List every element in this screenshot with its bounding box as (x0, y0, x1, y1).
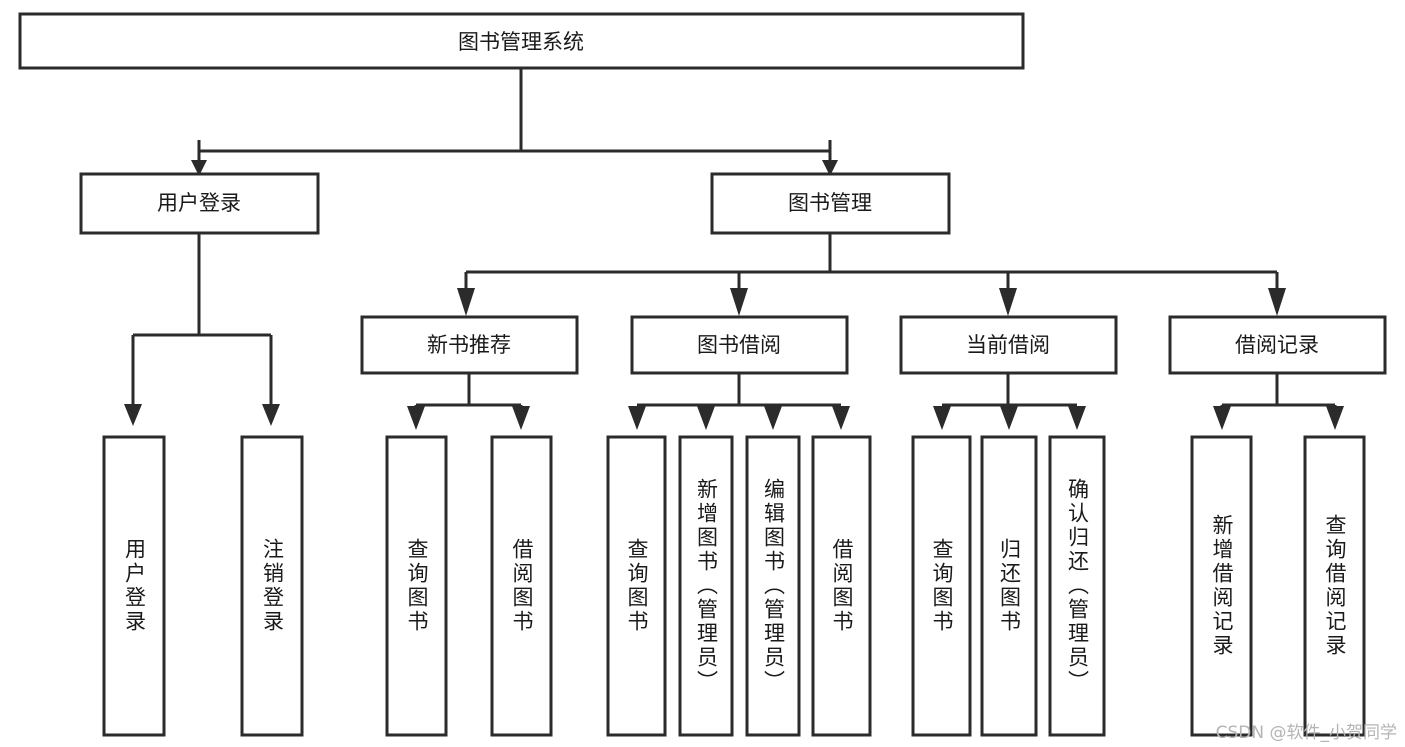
node-root-box[interactable] (18, 12, 1025, 70)
connector-group-newbookrec (407, 373, 530, 430)
node-leaf-query-book-3-box[interactable] (911, 435, 972, 737)
node-book-manage-box[interactable] (710, 172, 951, 235)
arrow-bookborrow-leaf-2 (697, 406, 715, 430)
node-leaf-borrow-book-1-box[interactable] (490, 435, 553, 737)
node-leaf-confirm-return-box[interactable] (1048, 435, 1106, 737)
arrow-bm-to-currentborrow (999, 288, 1017, 316)
connector-group-root (191, 68, 838, 176)
connector-group-currentborrow (933, 373, 1086, 430)
arrow-bookborrow-leaf-4 (832, 406, 850, 430)
arrow-borrowrecord-leaf-1 (1213, 406, 1231, 430)
arrow-userlogin-leaf-1 (124, 404, 142, 426)
arrow-bookborrow-leaf-1 (628, 406, 646, 430)
node-leaf-logout-box[interactable] (240, 435, 304, 737)
arrow-newbook-leaf-2 (512, 406, 530, 430)
arrow-currentborrow-leaf-3 (1068, 406, 1086, 430)
arrow-newbook-leaf-1 (407, 406, 425, 430)
node-leaf-return-book-box[interactable] (980, 435, 1038, 737)
node-leaf-user-login-box[interactable] (102, 435, 166, 737)
arrow-userlogin-leaf-2 (262, 404, 280, 426)
arrow-borrowrecord-leaf-2 (1326, 406, 1344, 430)
node-new-book-rec-box[interactable] (360, 315, 579, 375)
connector-group-bookmanage (457, 233, 1286, 316)
node-leaf-add-book-box[interactable] (678, 435, 734, 737)
node-current-borrow-label: 当前借阅 (966, 333, 1050, 357)
node-leaf-query-book-2-box[interactable] (606, 435, 667, 737)
node-leaf-query-record-box[interactable] (1303, 435, 1366, 737)
node-leaf-query-book-1-box[interactable] (385, 435, 448, 737)
node-user-login-box[interactable] (79, 172, 320, 235)
csdn-watermark: CSDN @软件_小贺同学 (1215, 723, 1397, 743)
arrow-bookborrow-leaf-3 (764, 406, 782, 430)
connector-group-userlogin (124, 233, 280, 426)
node-new-book-rec-label: 新书推荐 (427, 333, 511, 357)
arrow-bm-to-bookborrow (730, 288, 748, 316)
node-leaf-borrow-book-2-box[interactable] (811, 435, 872, 737)
arrow-bm-to-borrowrecord (1268, 288, 1286, 316)
node-borrow-record-box[interactable] (1168, 315, 1387, 375)
connector-group-bookborrow (628, 373, 850, 430)
node-user-login-label: 用户登录 (157, 191, 241, 215)
node-book-borrow-box[interactable] (630, 315, 849, 375)
connector-group-borrowrecord (1213, 373, 1344, 430)
node-current-borrow-box[interactable] (899, 315, 1118, 375)
node-book-borrow-label: 图书借阅 (697, 333, 781, 357)
node-root-label: 图书管理系统 (458, 30, 584, 54)
node-leaf-add-record-box[interactable] (1190, 435, 1253, 737)
node-book-manage-label: 图书管理 (788, 191, 872, 215)
node-leaf-edit-book-box[interactable] (745, 435, 801, 737)
arrow-bm-to-newbook (457, 288, 475, 316)
arrow-root-to-userlogin (191, 160, 207, 176)
arrow-root-to-bookmanage (822, 160, 838, 176)
node-borrow-record-label: 借阅记录 (1235, 333, 1319, 357)
arrow-currentborrow-leaf-1 (933, 406, 951, 430)
arrow-currentborrow-leaf-2 (1000, 406, 1018, 430)
